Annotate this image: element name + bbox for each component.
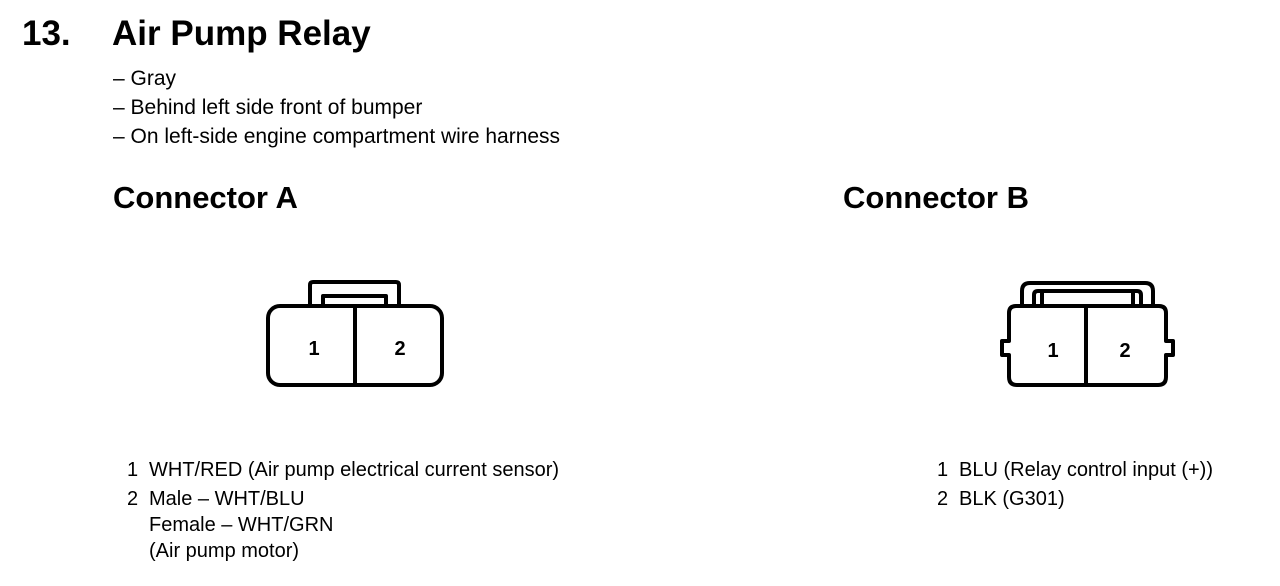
connector-a-wiring: 1 WHT/RED (Air pump electrical current s…: [127, 459, 559, 566]
connector-a-wire-1: 1 WHT/RED (Air pump electrical current s…: [127, 459, 559, 488]
connector-a-pin-2: 2: [394, 338, 405, 360]
section-number: 13.: [22, 14, 71, 53]
wire-description: (Air pump motor): [149, 540, 300, 562]
connector-a-diagram: 1 2: [266, 280, 444, 387]
connector-a-wire-2: 2 Male – WHT/BLU: [127, 488, 559, 514]
wire-pin-number: 2: [937, 488, 949, 510]
wire-pin-number: 1: [937, 459, 949, 481]
detail-location: – Behind left side front of bumper: [113, 96, 423, 119]
connector-a-latch: [308, 280, 401, 306]
detail-color: – Gray: [113, 67, 177, 90]
connector-b-diagram: 1 2: [1000, 281, 1175, 387]
wire-pin-number: 1: [127, 459, 139, 481]
wire-pin-number: 2: [127, 488, 139, 510]
connector-b-wire-1: 1 BLU (Relay control input (+)): [937, 459, 1213, 488]
wire-description: Female – WHT/GRN: [149, 514, 334, 536]
connector-b-latch-inner: [1032, 289, 1143, 306]
connector-a-title: Connector A: [113, 180, 298, 215]
connector-a-latch-inner: [321, 294, 388, 306]
connector-b-latch: [1020, 281, 1155, 306]
detail-harness: – On left-side engine compartment wire h…: [113, 125, 561, 148]
connector-a-pin-1: 1: [308, 338, 319, 360]
connector-b-pin-1: 1: [1047, 340, 1058, 362]
connector-b-pin-2: 2: [1119, 340, 1130, 362]
connector-b-wire-2: 2 BLK (G301): [937, 488, 1213, 514]
connector-b-title: Connector B: [843, 180, 1029, 215]
wire-description: Male – WHT/BLU: [149, 488, 305, 510]
connector-b-body: [1000, 304, 1175, 387]
wire-description: BLK (G301): [959, 488, 1065, 510]
section-title: Air Pump Relay: [112, 14, 371, 53]
connector-b-wiring: 1 BLU (Relay control input (+)) 2 BLK (G…: [937, 459, 1213, 514]
wire-description: WHT/RED (Air pump electrical current sen…: [149, 459, 560, 481]
wire-description: BLU (Relay control input (+)): [959, 459, 1213, 481]
